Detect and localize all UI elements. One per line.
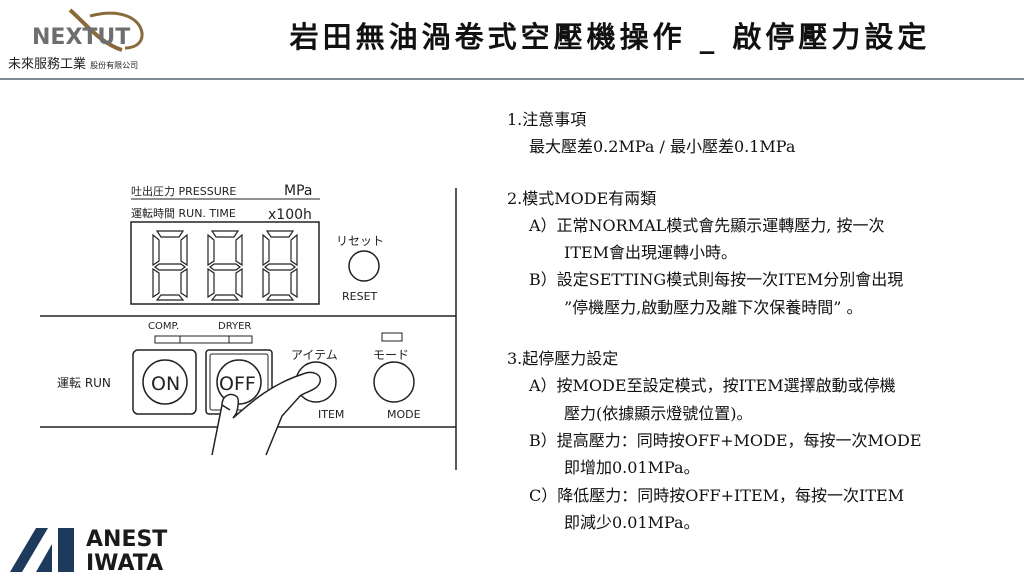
note-line: 壓力(依據顯示燈號位置)。: [564, 403, 753, 423]
note-line: B）提高壓力：同時按OFF+MODE，每按一次MODE: [529, 430, 922, 450]
company-name: 未來服務工業 股份有限公司: [8, 53, 138, 72]
note-line: C）降低壓力：同時按OFF+ITEM，每按一次ITEM: [529, 485, 905, 505]
nextut-logo: NEXTUT: [30, 8, 170, 70]
note-line: B）設定SETTING模式則每按一次ITEM分別會出現: [529, 270, 904, 290]
pressure-unit: MPa: [284, 183, 312, 199]
section-heading: 1.注意事項: [507, 110, 587, 129]
logo-text: NEXTUT: [32, 25, 130, 50]
section-heading: 3.起停壓力設定: [507, 349, 619, 369]
off-button[interactable]: [216, 359, 262, 405]
seven-segment-digits: [152, 230, 298, 301]
note-line: 最大壓差0.2MPa / 最小壓差0.1MPa: [529, 137, 796, 157]
reset-label-jp: リセット: [336, 234, 384, 248]
off-label: OFF: [219, 373, 256, 395]
on-button[interactable]: [142, 359, 188, 405]
display-box: [130, 221, 320, 305]
mode-button[interactable]: [373, 361, 415, 403]
brand-line2: IWATA: [86, 551, 163, 574]
status-leds: [154, 335, 253, 344]
reset-button[interactable]: [348, 250, 380, 282]
mode-label-jp: モード: [373, 348, 409, 362]
section-heading: 2.模式MODE有兩類: [507, 188, 657, 208]
notes-section-caution: 1.注意事項 最大壓差0.2MPa / 最小壓差0.1MPa: [507, 106, 922, 161]
run-label: 運転 RUN: [57, 376, 111, 390]
mode-label-en: MODE: [387, 408, 421, 421]
anest-iwata-logo: ANEST IWATA: [8, 524, 188, 576]
reset-label-en: RESET: [342, 290, 378, 303]
runtime-label: 運転時間 RUN. TIME: [131, 207, 236, 220]
notes-section-modes: 2.模式MODE有兩類 A）正常NORMAL模式會先顯示運轉壓力, 按一次 IT…: [507, 185, 922, 321]
note-line: ITEM會出現運轉小時。: [564, 243, 738, 263]
company-name-main: 未來服務工業: [8, 57, 87, 72]
brand-line1: ANEST: [86, 527, 167, 552]
pressure-label: 吐出圧力 PRESSURE: [131, 184, 236, 198]
instruction-notes: 1.注意事項 最大壓差0.2MPa / 最小壓差0.1MPa 2.模式MODE有…: [507, 106, 922, 536]
runtime-unit: x100h: [268, 207, 312, 223]
mode-led: [381, 332, 403, 342]
on-label: ON: [151, 373, 180, 395]
on-button-frame: [132, 349, 197, 415]
comp-label: COMP.: [148, 321, 179, 332]
note-line: A）按MODE至設定模式，按ITEM選擇啟動或停機: [529, 376, 896, 396]
note-line: 即增加0.01MPa。: [564, 458, 700, 478]
item-label-jp: アイテム: [291, 348, 338, 362]
pressing-fingers-illustration: [211, 371, 321, 456]
page-title: 岩田無油渦卷式空壓機操作 _ 啟停壓力設定: [289, 20, 931, 54]
header-divider: [0, 78, 1024, 80]
company-name-suffix: 股份有限公司: [90, 61, 139, 70]
item-label-en: ITEM: [318, 408, 344, 421]
dryer-label: DRYER: [218, 321, 251, 332]
note-line: A）正常NORMAL模式會先顯示運轉壓力, 按一次: [529, 215, 885, 235]
logo-mark: [10, 528, 48, 572]
note-line: ”停機壓力,啟動壓力及離下次保養時間” 。: [564, 297, 863, 317]
notes-section-pressure-setting: 3.起停壓力設定 A）按MODE至設定模式，按ITEM選擇啟動或停機 壓力(依據…: [507, 345, 922, 536]
control-panel-diagram: 吐出圧力 PRESSURE MPa 運転時間 RUN. TIME x100h リ…: [40, 183, 457, 470]
note-line: 即減少0.01MPa。: [564, 512, 700, 532]
